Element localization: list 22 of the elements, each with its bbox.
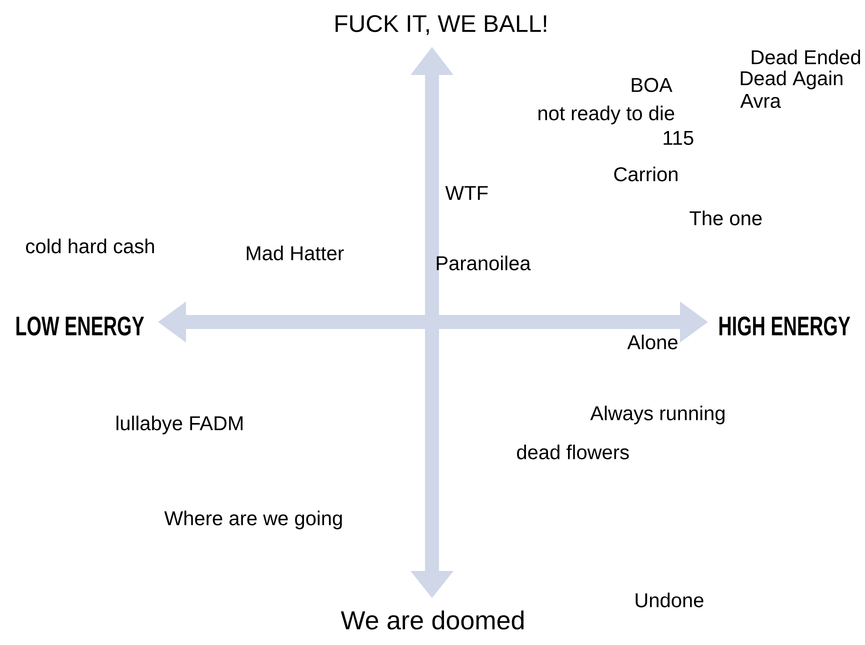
- plot-label: The one: [690, 210, 762, 226]
- plot-label: not ready to die: [538, 106, 674, 124]
- plot-label: cold hard cash: [26, 238, 154, 254]
- plot-label: Dead Again: [740, 70, 842, 90]
- plot-label: lullabye FADM: [116, 416, 242, 434]
- plot-label: Paranoilea: [436, 256, 531, 270]
- axis-label: FUCK IT, WE BALL!: [336, 15, 546, 35]
- plot-label: Avra: [740, 94, 781, 108]
- plot-label: Always running: [590, 406, 724, 424]
- plot-label: WTF: [445, 186, 488, 200]
- plot-label: 115: [664, 131, 694, 145]
- plot-label: Mad Hatter: [246, 246, 344, 260]
- plot-label: Carrion: [614, 166, 678, 182]
- plot-label: Dead Ended: [752, 50, 860, 64]
- axis-label: HIGH ENERGY: [719, 316, 850, 336]
- axis-label: We are doomed: [340, 610, 524, 630]
- plot-label: Where are we going: [164, 510, 342, 530]
- axis-label: LOW ENERGY: [16, 316, 144, 336]
- plot-label: dead flowers: [517, 444, 629, 460]
- plot-label: Alone: [627, 334, 678, 350]
- plot-label: BOA: [632, 78, 672, 92]
- plot-label: Undone: [636, 592, 704, 608]
